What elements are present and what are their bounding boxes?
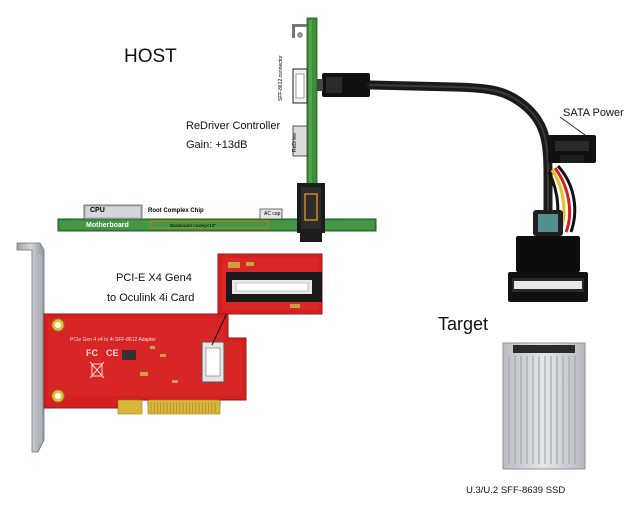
redriver-chip-label: ReDriver [292,132,298,152]
recycle-bin-icon [89,361,105,379]
redriver-title: ReDriver Controller [186,120,281,132]
svg-text:CE: CE [106,348,119,358]
pcb-silkscreen-text: PCIe Gen 4 x4 to 4i SFF-8612 Adapter [70,337,156,343]
cpu-label: CPU [90,207,105,214]
redriver-chip [292,125,308,157]
motherboard-label: Motherboard [86,222,129,229]
sff-connector-label: SFF-8612 connector [278,55,284,101]
ac-cap-chip [259,208,283,220]
oculink-port-icon [201,341,225,383]
redriver-board [292,17,325,242]
sata-power-label: SATA Power [563,107,624,119]
u2-ssd [502,342,586,470]
fc-mark-icon: FC [86,348,98,358]
root-complex-label: Root Complex Chip [148,208,204,214]
svg-text:FC: FC [86,348,98,358]
card-title-line1: PCI-E X4 Gen4 [116,272,192,284]
baseboard-trace [149,220,269,229]
motherboard [57,218,377,232]
redriver-gain: Gain: +13dB [186,139,248,151]
host-title: HOST [124,46,177,67]
u2-connector [508,236,588,302]
oculink-zoom-callout [211,253,323,346]
gold-edge-contacts [147,399,221,415]
ac-cap-label: AC cap [264,211,281,217]
ce-mark-icon: CE [106,348,119,358]
baseboard-trace-label: Baseboard routing<10" [170,223,217,228]
gold-edge-contacts-small [117,399,143,415]
metal-bracket [16,242,45,453]
cpu-chip [83,204,143,220]
sata-power-connector [548,135,596,163]
pcie-adapter-card: FC CE [16,242,247,453]
card-title-line2: to Oculink 4i Card [107,292,195,304]
oculink-cable [317,73,596,302]
ssd-caption: U.3/U.2 SFF-8639 SSD [466,485,566,496]
target-title: Target [438,314,489,334]
